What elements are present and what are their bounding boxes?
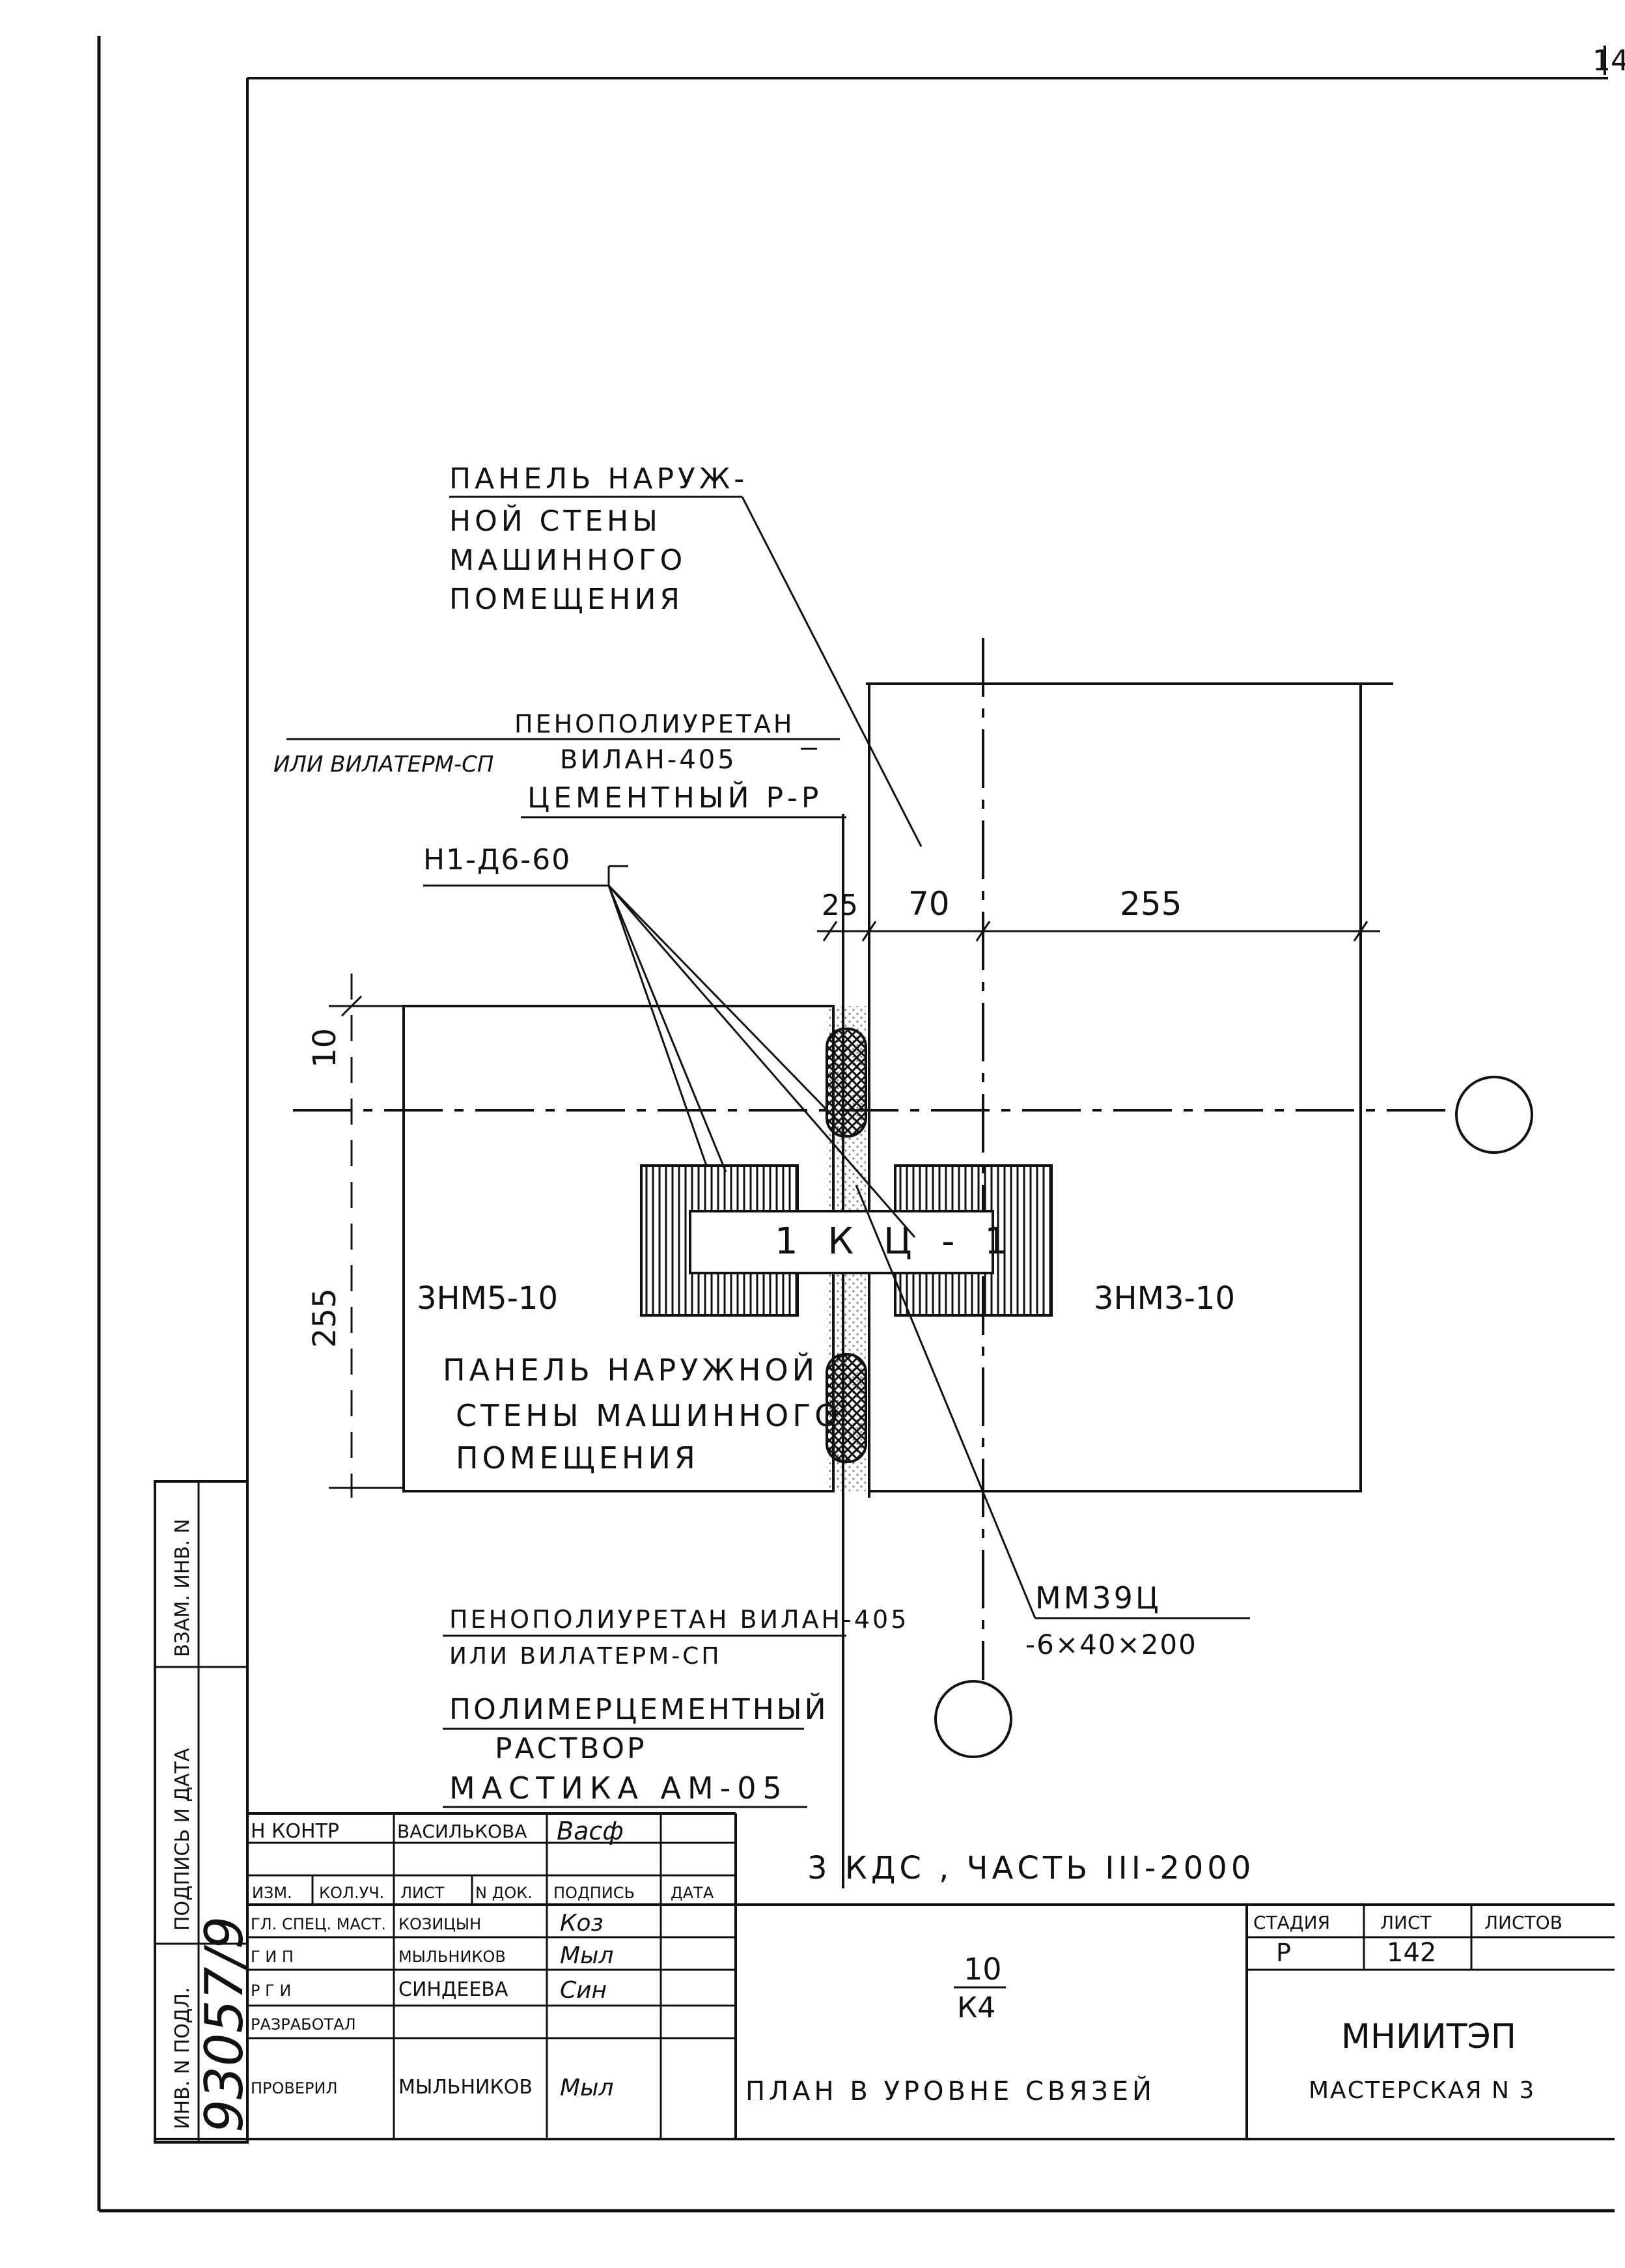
svg-text:МАШИННОГО: МАШИННОГО xyxy=(449,544,686,577)
svg-text:10: 10 xyxy=(964,1952,1002,1987)
svg-text:ЛИСТОВ: ЛИСТОВ xyxy=(1484,1912,1562,1933)
joint-sealant-upper xyxy=(826,1028,867,1138)
svg-text:142: 142 xyxy=(1387,1938,1436,1968)
svg-text:ИЛИ ВИЛАТЕРМ-СП: ИЛИ ВИЛАТЕРМ-СП xyxy=(449,1643,721,1670)
dim-10: 10 xyxy=(307,1028,343,1068)
svg-text:Васф: Васф xyxy=(557,1817,624,1845)
svg-text:ИЗМ.: ИЗМ. xyxy=(252,1884,292,1902)
left-panel-text-2: СТЕНЫ МАШИННОГО xyxy=(456,1398,842,1433)
svg-text:СТАДИЯ: СТАДИЯ xyxy=(1253,1912,1330,1933)
svg-text:ПОМЕЩЕНИЯ: ПОМЕЩЕНИЯ xyxy=(449,583,684,616)
dim-25: 25 xyxy=(822,889,858,922)
svg-text:Н КОНТР: Н КОНТР xyxy=(251,1820,339,1843)
callout-outer-panel: ПАНЕЛЬ НАРУЖ- НОЙ СТЕНЫ МАШИННОГО ПОМЕЩЕ… xyxy=(449,462,923,847)
svg-text:ПЕНОПОЛИУРЕТАН ВИЛАН-405: ПЕНОПОЛИУРЕТАН ВИЛАН-405 xyxy=(449,1605,909,1634)
svg-text:ПОЛИМЕРЦЕМЕНТНЫЙ: ПОЛИМЕРЦЕМЕНТНЫЙ xyxy=(449,1692,829,1726)
callout-insulation-top: ПЕНОПОЛИУРЕТАН ИЛИ ВИЛАТЕРМ-СП ВИЛАН-405… xyxy=(273,710,846,819)
svg-text:К4: К4 xyxy=(957,1991,995,2024)
connection-mark: 1 К Ц - 1 xyxy=(775,1220,1017,1263)
svg-text:НОЙ СТЕНЫ: НОЙ СТЕНЫ xyxy=(449,503,661,538)
dim-255-top: 255 xyxy=(1120,885,1182,923)
svg-text:ИЛИ ВИЛАТЕРМ-СП: ИЛИ ВИЛАТЕРМ-СП xyxy=(273,751,494,777)
svg-text:ПРОВЕРИЛ: ПРОВЕРИЛ xyxy=(251,2079,338,2097)
svg-text:ГЛ. СПЕЦ. МАСТ.: ГЛ. СПЕЦ. МАСТ. xyxy=(251,1915,386,1933)
tie-plate xyxy=(689,1210,994,1274)
title-block: Н КОНТР ВАСИЛЬКОВА Васф ИЗМ. КОЛ.УЧ. ЛИС… xyxy=(155,1812,1615,2140)
svg-text:Мыл: Мыл xyxy=(560,2075,614,2101)
workshop: МАСТЕРСКАЯ N 3 xyxy=(1309,2077,1535,2104)
side-stamp: ВЗАМ. ИНВ. N ПОДПИСЬ И ДАТА ИНВ. N ПОДЛ.… xyxy=(154,1480,255,2144)
svg-text:Г И П: Г И П xyxy=(251,1948,294,1966)
axis-marker-right xyxy=(1455,1076,1533,1154)
svg-text:N ДОК.: N ДОК. xyxy=(475,1884,533,1902)
svg-text:РАЗРАБОТАЛ: РАЗРАБОТАЛ xyxy=(251,2015,356,2034)
svg-text:КОЗИЦЫН: КОЗИЦЫН xyxy=(398,1915,481,1933)
svg-text:МЫЛЬНИКОВ: МЫЛЬНИКОВ xyxy=(398,2076,533,2099)
svg-text:ПОДПИСЬ: ПОДПИСЬ xyxy=(553,1884,635,1902)
left-panel-mark: 3НМ5-10 xyxy=(417,1280,558,1317)
svg-text:ММ39Ц: ММ39Ц xyxy=(1035,1580,1161,1616)
callout-anchor: Н1-Д6-60 xyxy=(423,843,916,1238)
svg-text:СИНДЕЕВА: СИНДЕЕВА xyxy=(398,1978,508,2001)
svg-text:МЫЛЬНИКОВ: МЫЛЬНИКОВ xyxy=(398,1948,506,1966)
svg-text:ЛИСТ: ЛИСТ xyxy=(1380,1912,1432,1933)
svg-text:ДАТА: ДАТА xyxy=(671,1884,714,1902)
joint-sealant-lower xyxy=(826,1353,867,1463)
svg-text:МАСТИКА АМ-05: МАСТИКА АМ-05 xyxy=(449,1771,788,1806)
connection-plan: 1 К Ц - 1 10 255 25 70 255 3НМ5-10 3НМ3-… xyxy=(273,462,1533,1888)
left-panel-text-1: ПАНЕЛЬ НАРУЖНОЙ xyxy=(443,1352,818,1388)
project-title: 3 КДС , ЧАСТЬ III-2000 xyxy=(807,1850,1255,1886)
svg-text:Н1-Д6-60: Н1-Д6-60 xyxy=(423,843,571,876)
svg-text:ВАСИЛЬКОВА: ВАСИЛЬКОВА xyxy=(397,1821,527,1842)
stamp-inv-number: 93057/9 xyxy=(194,1916,255,2133)
stamp-inv: ИНВ. N ПОДЛ. xyxy=(171,1987,194,2129)
svg-text:-6×40×200: -6×40×200 xyxy=(1025,1629,1197,1660)
dim-70: 70 xyxy=(908,885,950,923)
right-panel-outline xyxy=(868,682,1362,1492)
corner-mark: 14 xyxy=(1592,44,1625,77)
callout-insulation-bottom: ПЕНОПОЛИУРЕТАН ВИЛАН-405 ИЛИ ВИЛАТЕРМ-СП… xyxy=(443,1605,909,1808)
svg-text:РАСТВОР: РАСТВОР xyxy=(495,1732,647,1765)
svg-text:ВИЛАН-405: ВИЛАН-405 xyxy=(560,745,737,775)
right-panel-mark: 3НМ3-10 xyxy=(1094,1280,1235,1317)
svg-text:КОЛ.УЧ.: КОЛ.УЧ. xyxy=(319,1884,384,1902)
svg-text:Син: Син xyxy=(560,1977,607,2004)
svg-text:Мыл: Мыл xyxy=(560,1942,614,1969)
svg-text:ЛИСТ: ЛИСТ xyxy=(400,1884,445,1902)
svg-text:ПАНЕЛЬ НАРУЖ-: ПАНЕЛЬ НАРУЖ- xyxy=(449,462,748,496)
svg-text:Р Г И: Р Г И xyxy=(251,1981,291,2000)
svg-text:ЦЕМЕНТНЫЙ Р-Р: ЦЕМЕНТНЫЙ Р-Р xyxy=(527,780,822,815)
stamp-podpis: ПОДПИСЬ И ДАТА xyxy=(171,1748,194,1931)
org-name: МНИИТЭП xyxy=(1341,2017,1516,2056)
callout-plate: ММ39Ц -6×40×200 xyxy=(855,1184,1250,1660)
svg-text:Р: Р xyxy=(1276,1939,1291,1967)
drawing-title: ПЛАН В УРОВНЕ СВЯЗЕЙ xyxy=(745,2075,1156,2107)
stamp-vzam: ВЗАМ. ИНВ. N xyxy=(171,1519,194,1657)
dim-255-left: 255 xyxy=(307,1288,343,1348)
svg-text:Коз: Коз xyxy=(560,1910,604,1937)
svg-text:ПЕНОПОЛИУРЕТАН: ПЕНОПОЛИУРЕТАН xyxy=(514,710,794,738)
axis-marker-bottom xyxy=(934,1680,1012,1758)
left-panel-text-3: ПОМЕЩЕНИЯ xyxy=(456,1440,699,1476)
